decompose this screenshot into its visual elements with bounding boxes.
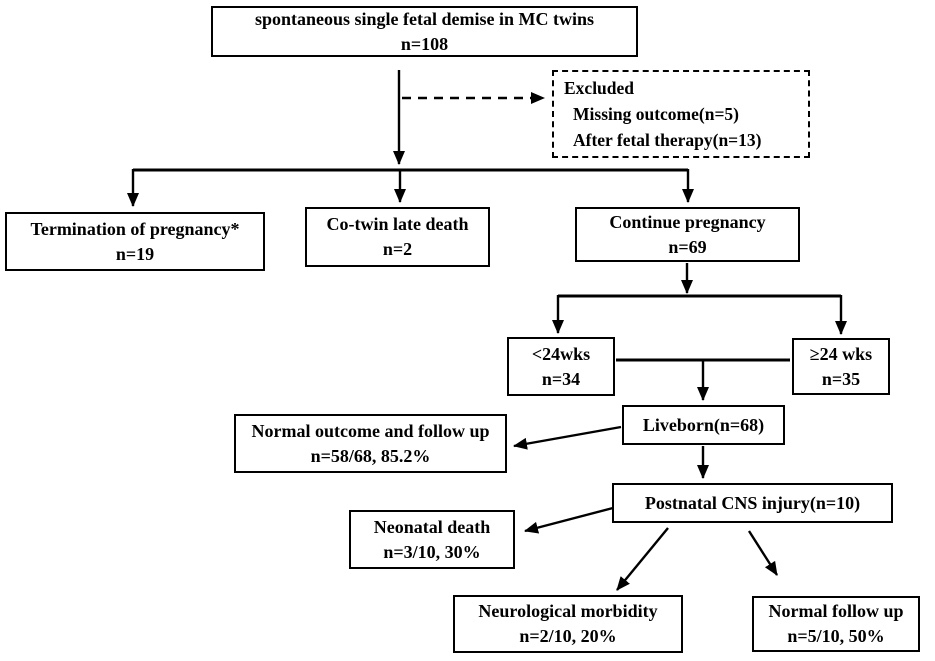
node-cotwin-title: Co-twin late death (326, 214, 469, 235)
node-termination: Termination of pregnancy* n=19 (5, 212, 265, 271)
node-liveborn: Liveborn(n=68) (622, 405, 785, 445)
node-continue-count: n=69 (668, 236, 707, 257)
node-root: spontaneous single fetal demise in MC tw… (211, 6, 638, 57)
arrow-postnatal-to-neuro-morbidity (616, 527, 669, 591)
node-postnatal-cns-injury: Postnatal CNS injury(n=10) (612, 483, 893, 523)
node-root-title: spontaneous single fetal demise in MC tw… (254, 8, 595, 29)
node-excluded: Excluded Missing outcome(n=5) After feta… (552, 70, 810, 158)
node-neonatal-death: Neonatal death n=3/10, 30% (349, 510, 515, 569)
node-neonatal-count: n=3/10, 30% (383, 541, 481, 562)
node-continue-title: Continue pregnancy (609, 211, 766, 232)
node-excluded-after-fetal-therapy: After fetal therapy(n=13) (573, 130, 762, 151)
node-normal-outcome-count: n=58/68, 85.2% (310, 445, 431, 466)
arrow-liveborn-to-normal-outcome (513, 425, 622, 450)
node-normal-outcome: Normal outcome and follow up n=58/68, 85… (234, 414, 507, 473)
node-cotwin-count: n=2 (382, 239, 413, 259)
node-termination-title: Termination of pregnancy* (30, 218, 240, 239)
arrow-postnatal-to-normal-followup (747, 530, 779, 576)
node-lt24wks-title: <24wks (531, 343, 591, 364)
node-lt24wks: <24wks n=34 (507, 337, 615, 396)
node-followup-title: Normal follow up (768, 601, 904, 622)
node-liveborn-title: Liveborn(n=68) (642, 414, 765, 435)
node-continue-pregnancy: Continue pregnancy n=69 (575, 207, 800, 262)
node-excluded-missing-outcome: Missing outcome(n=5) (573, 103, 740, 124)
node-root-count: n=108 (400, 33, 449, 54)
node-neurological-morbidity: Neurological morbidity n=2/10, 20% (453, 595, 683, 653)
arrow-postnatal-to-neonatal-death (524, 506, 614, 534)
node-termination-count: n=19 (115, 243, 155, 264)
node-neuro-count: n=2/10, 20% (519, 626, 617, 646)
node-lt24wks-count: n=34 (541, 368, 581, 389)
node-gte24wks-count: n=35 (821, 368, 861, 389)
node-cotwin-late-death: Co-twin late death n=2 (305, 207, 490, 267)
node-neonatal-title: Neonatal death (373, 516, 491, 537)
node-normal-outcome-title: Normal outcome and follow up (251, 420, 490, 441)
node-normal-followup: Normal follow up n=5/10, 50% (752, 596, 920, 652)
node-gte24wks: ≥24 wks n=35 (792, 338, 890, 395)
node-gte24wks-title: ≥24 wks (809, 343, 873, 364)
node-postnatal-title: Postnatal CNS injury(n=10) (644, 492, 861, 513)
node-followup-count: n=5/10, 50% (787, 626, 885, 646)
node-excluded-title: Excluded (564, 77, 635, 98)
node-neuro-title: Neurological morbidity (478, 601, 658, 622)
